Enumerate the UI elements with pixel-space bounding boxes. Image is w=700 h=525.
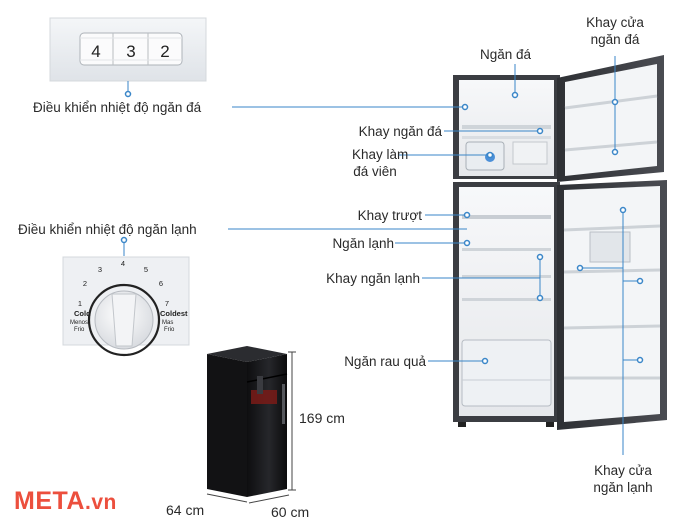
- label-line: Khay cửa: [586, 15, 644, 30]
- label-line: đá viên: [353, 164, 397, 179]
- black-fridge-image: [207, 346, 288, 497]
- fridge-dial-coldest-label: Coldest: [160, 309, 188, 318]
- label-vegetable-drawer: Ngăn rau quả: [344, 354, 426, 369]
- label-fridge-tray: Khay ngăn lạnh: [326, 271, 420, 286]
- fridge-dial-cold-label: Cold: [74, 309, 91, 318]
- dimension-width: 60 cm: [271, 504, 310, 520]
- fridge-dial-tick: 3: [98, 265, 102, 274]
- brand-suffix: .vn: [84, 491, 117, 514]
- fridge-dial-tick: 7: [165, 299, 169, 308]
- fridge-dial-tick: 6: [159, 279, 163, 288]
- label-line: ngăn lạnh: [593, 480, 653, 495]
- label-line: Khay cửa: [594, 463, 652, 478]
- label-fridge-temp-control: Điều khiển nhiệt độ ngăn lạnh: [18, 222, 197, 237]
- label-freezer-temp-control: Điều khiển nhiệt độ ngăn đá: [33, 100, 202, 115]
- fridge-dial-image: [62, 256, 190, 357]
- label-line: Khay làm: [352, 147, 409, 162]
- label-freezer-compartment: Ngăn đá: [480, 47, 532, 62]
- dimension-lines: [206, 351, 296, 504]
- label-fridge-door-tray: Khay cửa ngăn lạnh: [578, 462, 668, 496]
- freezer-dial-number: 2: [160, 42, 169, 61]
- open-fridge-image: [453, 55, 667, 430]
- label-fridge-compartment: Ngăn lạnh: [332, 236, 394, 251]
- fridge-dial-cold-sub: Menos: [70, 320, 88, 326]
- fridge-dial-tick: 5: [144, 265, 148, 274]
- brand-name: META: [14, 487, 85, 515]
- fridge-dial-coldest-sub: Frio: [164, 327, 175, 333]
- freezer-dial-number: 3: [126, 42, 135, 61]
- fridge-dial-tick: 2: [83, 279, 87, 288]
- dimension-height: 169 cm: [299, 410, 345, 426]
- fridge-dial-tick: 1: [78, 299, 82, 308]
- freezer-dial-image: [49, 17, 207, 82]
- fridge-dial-cold-sub: Frio: [74, 327, 85, 333]
- fridge-dial-tick: 4: [121, 259, 125, 268]
- label-freezer-door-tray: Khay cửa ngăn đá: [572, 14, 658, 48]
- dimension-depth: 64 cm: [166, 502, 205, 518]
- label-line: ngăn đá: [590, 32, 640, 47]
- label-ice-cube-tray: Khay làm đá viên: [352, 146, 409, 180]
- brand-logo: META.vn: [14, 487, 117, 516]
- fridge-dial-coldest-sub: Mas: [162, 320, 173, 326]
- freezer-dial-number: 4: [91, 42, 100, 61]
- callout-dots: [120, 90, 644, 365]
- callout-lines: [123, 56, 640, 455]
- label-freezer-tray: Khay ngăn đá: [358, 124, 442, 139]
- label-sliding-tray: Khay trượt: [357, 208, 422, 223]
